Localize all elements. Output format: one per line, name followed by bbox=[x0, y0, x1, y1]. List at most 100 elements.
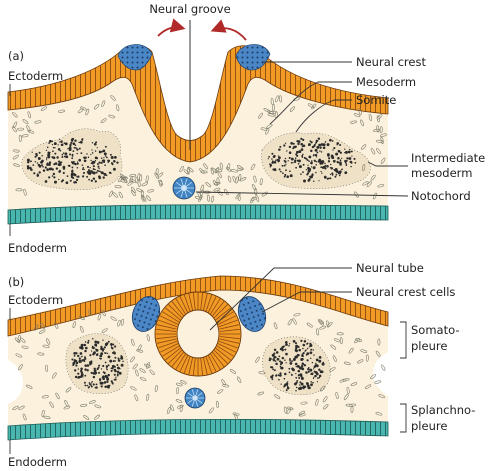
mesenchyme-cell bbox=[258, 112, 264, 119]
mesenchyme-cell bbox=[194, 196, 202, 200]
somite-cell-dot bbox=[326, 165, 329, 168]
somite-cell-dot bbox=[44, 180, 48, 183]
mesenchyme-cell bbox=[177, 404, 184, 409]
mesoderm-label: Mesoderm bbox=[356, 75, 416, 89]
mesenchyme-cell bbox=[306, 322, 313, 328]
panel-a-somite-cells bbox=[26, 137, 357, 185]
somite-cell-dot bbox=[84, 374, 87, 377]
somite-cell-dot bbox=[58, 138, 61, 140]
somite-cell-dot bbox=[98, 371, 100, 374]
mesenchyme-cell bbox=[21, 134, 29, 138]
somite-cell-dot bbox=[320, 170, 322, 173]
mesenchyme-cell bbox=[300, 401, 308, 405]
somite-cell-dot bbox=[78, 147, 81, 150]
somite-cell-dot bbox=[313, 368, 315, 370]
somite-cell-dot bbox=[320, 151, 323, 153]
somite-cell-dot bbox=[113, 160, 116, 163]
somite-cell-dot bbox=[116, 364, 119, 366]
panel-a-endoderm-label: Endoderm bbox=[8, 241, 67, 255]
somite-cell-dot bbox=[116, 161, 119, 164]
mesenchyme-cell bbox=[354, 338, 361, 344]
mesenchyme-cell bbox=[353, 113, 361, 118]
somite-cell-dot bbox=[51, 168, 54, 171]
somite-cell-dot bbox=[285, 169, 287, 172]
mesenchyme-cell bbox=[365, 354, 369, 362]
somite-cell-dot bbox=[273, 348, 277, 352]
mesenchyme-cell bbox=[287, 319, 293, 326]
neural-tube-cross-section-icon bbox=[154, 291, 242, 377]
mesenchyme-cell bbox=[120, 318, 124, 326]
somite-cell-dot bbox=[275, 374, 278, 376]
somite-cell-dot bbox=[84, 156, 87, 160]
somite-cell-dot bbox=[303, 156, 306, 159]
mesenchyme-cell bbox=[255, 195, 260, 202]
somite-cell-dot bbox=[103, 152, 107, 156]
somite-cell-dot bbox=[53, 176, 56, 179]
somite-cell-dot bbox=[31, 151, 33, 153]
somite-cell-dot bbox=[64, 142, 68, 146]
mesenchyme-cell bbox=[183, 169, 190, 175]
somite-cell-dot bbox=[344, 171, 348, 175]
somite-cell-dot bbox=[94, 386, 97, 389]
somite-cell-dot bbox=[75, 364, 78, 367]
somite-cell-dot bbox=[311, 173, 314, 176]
somite-cell-dot bbox=[106, 156, 108, 159]
somite-cell-dot bbox=[107, 373, 110, 377]
somite-cell-dot bbox=[69, 180, 72, 182]
somite-cell-dot bbox=[98, 150, 101, 153]
somite-cell-dot bbox=[47, 162, 49, 164]
somite-cell-dot bbox=[75, 352, 78, 355]
mesenchyme-cell bbox=[41, 395, 49, 399]
somite-cell-dot bbox=[93, 367, 96, 371]
somite-cell-dot bbox=[303, 179, 306, 183]
mesenchyme-cell bbox=[27, 129, 35, 134]
somite-cell-dot bbox=[286, 150, 288, 152]
somite-cell-dot bbox=[89, 170, 92, 173]
somite-cell-dot bbox=[36, 162, 39, 164]
somite-cell-dot bbox=[315, 141, 317, 143]
somite-cell-dot bbox=[319, 150, 321, 152]
somite-cell-dot bbox=[318, 376, 321, 379]
somite-cell-dot bbox=[113, 351, 116, 355]
somite-cell-dot bbox=[74, 375, 78, 379]
somite-cell-dot bbox=[302, 386, 305, 388]
somite-cell-dot bbox=[55, 167, 59, 170]
somite-cell-dot bbox=[100, 368, 103, 370]
somite-cell-dot bbox=[46, 162, 50, 166]
somite-cell-dot bbox=[57, 144, 59, 146]
somite-cell-dot bbox=[272, 354, 274, 356]
somite-cell-dot bbox=[68, 146, 72, 150]
somite-cell-dot bbox=[300, 382, 304, 386]
somite-cell-dot bbox=[339, 159, 342, 162]
somite-cell-dot bbox=[279, 365, 282, 368]
mesenchyme-cell bbox=[283, 406, 288, 414]
somite-cell-dot bbox=[286, 384, 288, 387]
somite-cell-dot bbox=[307, 386, 311, 390]
somite-cell-dot bbox=[316, 151, 319, 154]
somite-cell-dot bbox=[315, 364, 318, 367]
somite-cell-dot bbox=[282, 172, 284, 174]
somite-cell-dot bbox=[102, 371, 105, 374]
mesenchyme-cell bbox=[343, 361, 351, 366]
somite-cell-dot bbox=[54, 162, 58, 165]
somite-cell-dot bbox=[101, 381, 104, 385]
somite-cell-dot bbox=[301, 367, 305, 371]
somite-cell-dot bbox=[95, 353, 99, 356]
somite-cell-dot bbox=[291, 360, 294, 362]
somite-cell-dot bbox=[284, 340, 288, 344]
mesenchyme-cell bbox=[360, 119, 364, 127]
mesenchyme-cell bbox=[234, 413, 239, 421]
somite-cell-dot bbox=[102, 149, 106, 153]
mesenchyme-cell bbox=[88, 309, 92, 316]
somite-cell-dot bbox=[300, 143, 303, 146]
somite-cell-dot bbox=[272, 161, 275, 164]
somite-cell-dot bbox=[67, 147, 69, 150]
somite-cell-dot bbox=[345, 150, 348, 154]
somite-cell-dot bbox=[276, 357, 280, 361]
somite-cell-dot bbox=[309, 368, 313, 372]
somite-cell-dot bbox=[337, 161, 340, 164]
somite-cell-dot bbox=[112, 360, 115, 363]
somite-cell-dot bbox=[345, 164, 348, 166]
somite-cell-dot bbox=[285, 343, 288, 346]
somite-cell-dot bbox=[82, 175, 85, 178]
